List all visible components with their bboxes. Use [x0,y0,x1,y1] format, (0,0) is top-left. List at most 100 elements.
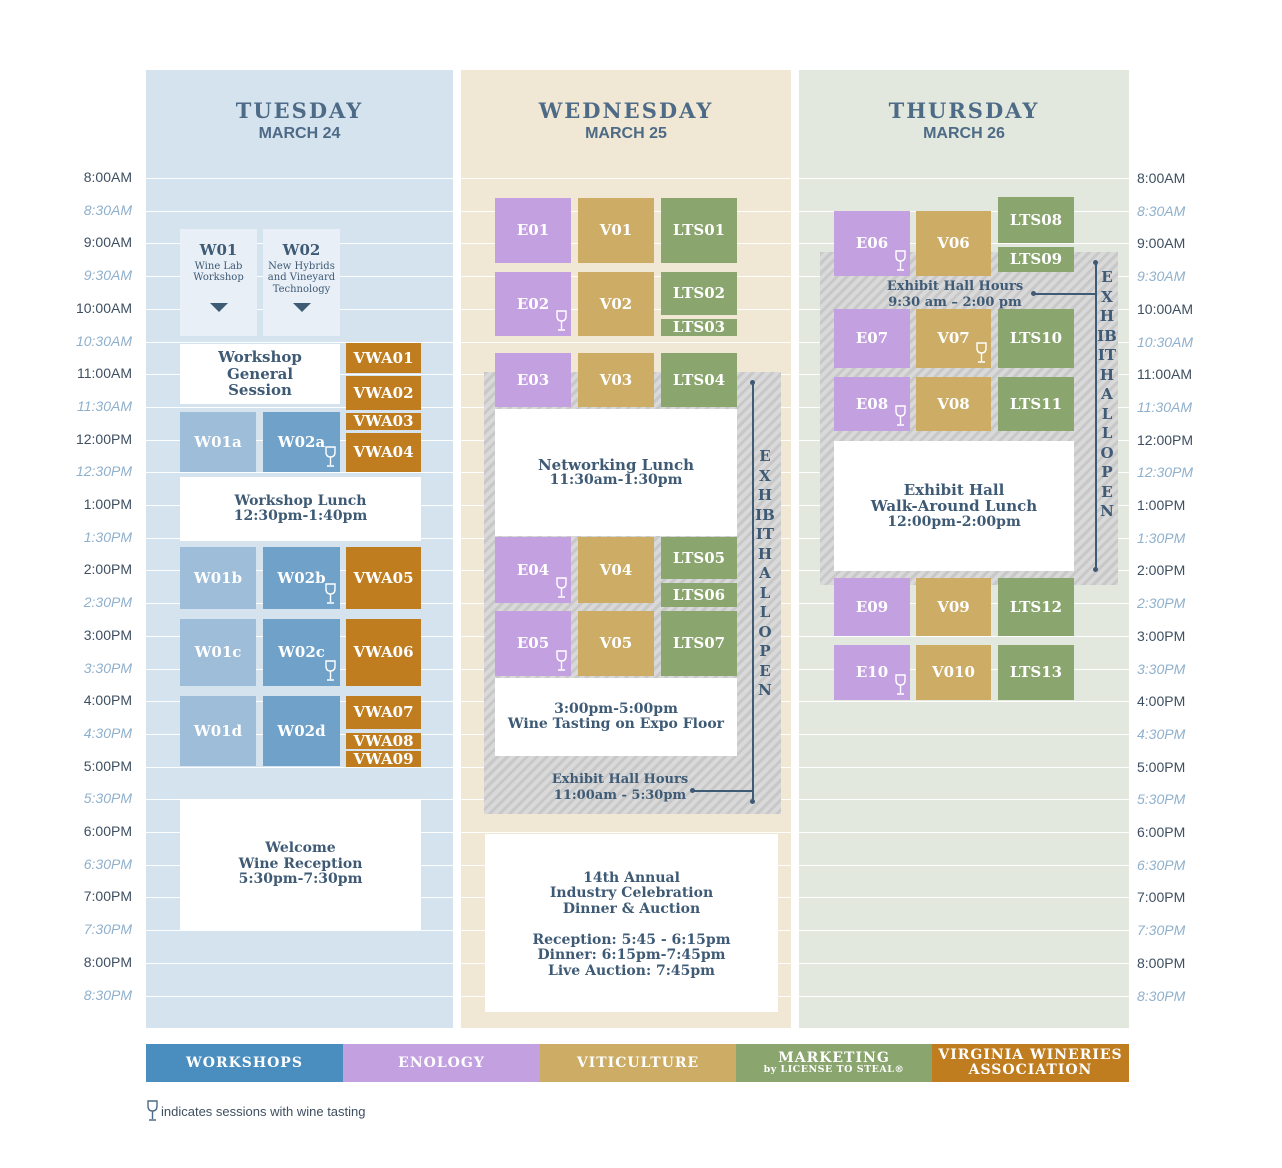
timeline-dot [1093,567,1098,572]
session-vwa01[interactable]: VWA01 [346,343,421,373]
session-e05[interactable]: E05 [495,611,571,676]
session-e08[interactable]: E08 [834,377,910,431]
session-v010[interactable]: V010 [916,645,991,700]
footnote: indicates sessions with wine tasting [146,1100,366,1122]
gridline [799,930,1129,931]
session-v04[interactable]: V04 [578,537,654,603]
session-e07[interactable]: E07 [834,309,910,368]
time-label-right: 8:00AM [1137,170,1186,186]
session-lts04[interactable]: LTS04 [661,353,737,407]
session-w01b[interactable]: W01b [180,547,256,609]
session-vwa06[interactable]: VWA06 [346,619,421,686]
session-v03[interactable]: V03 [578,353,654,407]
session-e09[interactable]: E09 [834,578,910,636]
gridline [799,897,1129,898]
time-label-right: 5:00PM [1137,759,1186,775]
time-label-left: 8:00AM [83,169,132,185]
timeline-dot [1031,291,1036,296]
networking-lunch[interactable]: Networking Lunch 11:30am-1:30pm [495,409,737,536]
industry-celebration-dinner[interactable]: 14th Annual Industry Celebration Dinner … [485,834,778,1012]
session-v02[interactable]: V02 [578,272,654,336]
time-label-left: 8:00PM [83,954,132,970]
session-lts10[interactable]: LTS10 [998,309,1074,368]
session-w02a[interactable]: W02a [263,412,340,472]
session-w02-header[interactable]: W02 New Hybrids and Vineyard Technology [263,229,340,336]
day-date: MARCH 26 [923,125,1005,142]
session-lts02[interactable]: LTS02 [661,272,737,315]
hours-time: 9:30 am – 2:00 pm [888,295,1022,311]
event-time: 12:00pm-2:00pm [887,513,1021,530]
gridline [799,701,1129,702]
session-v06[interactable]: V06 [916,211,991,276]
session-vwa02[interactable]: VWA02 [346,376,421,410]
session-vwa05[interactable]: VWA05 [346,547,421,609]
time-label-left: 8:30PM [83,987,132,1003]
gridline [799,636,1129,637]
session-lts01[interactable]: LTS01 [661,198,737,263]
session-e03[interactable]: E03 [495,353,571,407]
time-label-right: 1:00PM [1137,497,1186,513]
event-time: 11:30am-1:30pm [549,472,683,489]
session-vwa09[interactable]: VWA09 [346,751,421,767]
walk-around-lunch[interactable]: Exhibit Hall Walk-Around Lunch 12:00pm-2… [834,441,1074,571]
gridline [799,865,1129,866]
workshop-lunch[interactable]: Workshop Lunch 12:30pm-1:40pm [180,477,421,541]
session-e02[interactable]: E02 [495,272,571,336]
timeline-dot [690,788,695,793]
session-vwa08[interactable]: VWA08 [346,733,421,749]
time-label-left: 5:30PM [83,790,132,806]
timeline-dot [750,380,755,385]
time-label-right: 6:30PM [1137,857,1186,873]
event-title: 14th Annual [583,869,680,886]
time-label-right: 7:30PM [1137,922,1186,938]
session-code: W02b [277,568,326,587]
session-lts07[interactable]: LTS07 [661,611,737,676]
gridline [799,996,1129,997]
session-vwa03[interactable]: VWA03 [346,413,421,430]
session-lts09[interactable]: LTS09 [998,247,1074,272]
gridline [146,178,453,179]
time-label-right: 11:30AM [1137,399,1192,415]
session-v08[interactable]: V08 [916,377,991,431]
session-lts03[interactable]: LTS03 [661,319,737,336]
session-code: W02 [282,241,321,259]
session-w01a[interactable]: W01a [180,412,256,472]
legend-enology: ENOLOGY [343,1044,540,1082]
session-w02b[interactable]: W02b [263,547,340,609]
session-lts11[interactable]: LTS11 [998,377,1074,431]
legend-label: MARKETING [778,1049,890,1066]
session-w01d[interactable]: W01d [180,696,256,766]
legend-label: ENOLOGY [398,1054,485,1071]
wine-glass-icon [147,1100,158,1121]
session-w01c[interactable]: W01c [180,619,256,686]
time-label-right: 3:30PM [1137,661,1186,677]
legend-vwa: VIRGINIA WINERIES ASSOCIATION [932,1044,1129,1082]
session-lts06[interactable]: LTS06 [661,583,737,607]
welcome-wine-reception[interactable]: Welcome Wine Reception 5:30pm-7:30pm [180,799,421,930]
session-lts05[interactable]: LTS05 [661,537,737,579]
session-lts12[interactable]: LTS12 [998,578,1074,636]
session-vwa07[interactable]: VWA07 [346,696,421,729]
workshop-general-session[interactable]: Workshop General Session [180,344,340,404]
session-vwa04[interactable]: VWA04 [346,433,421,472]
legend-label: VIRGINIA WINERIES [938,1047,1123,1064]
session-e10[interactable]: E10 [834,645,910,700]
day-date: MARCH 24 [258,125,341,142]
session-w02c[interactable]: W02c [263,619,340,686]
session-lts13[interactable]: LTS13 [998,645,1074,700]
session-v07[interactable]: V07 [916,309,991,368]
exhibit-hall-open-label: EXHIBIT HALL OPEN [755,447,775,699]
session-e01[interactable]: E01 [495,198,571,263]
wine-tasting-expo[interactable]: 3:00pm-5:00pm Wine Tasting on Expo Floor [495,678,737,756]
session-v09[interactable]: V09 [916,578,991,636]
time-label-right: 12:30PM [1137,464,1194,480]
time-label-right: 4:00PM [1137,693,1186,709]
session-w02d[interactable]: W02d [263,696,340,766]
session-w01-header[interactable]: W01 Wine Lab Workshop [180,229,257,336]
session-e06[interactable]: E06 [834,211,910,276]
event-title: Wine Reception [238,855,363,872]
session-lts08[interactable]: LTS08 [998,197,1074,243]
session-v05[interactable]: V05 [578,611,654,676]
session-v01[interactable]: V01 [578,198,654,263]
session-e04[interactable]: E04 [495,537,571,603]
